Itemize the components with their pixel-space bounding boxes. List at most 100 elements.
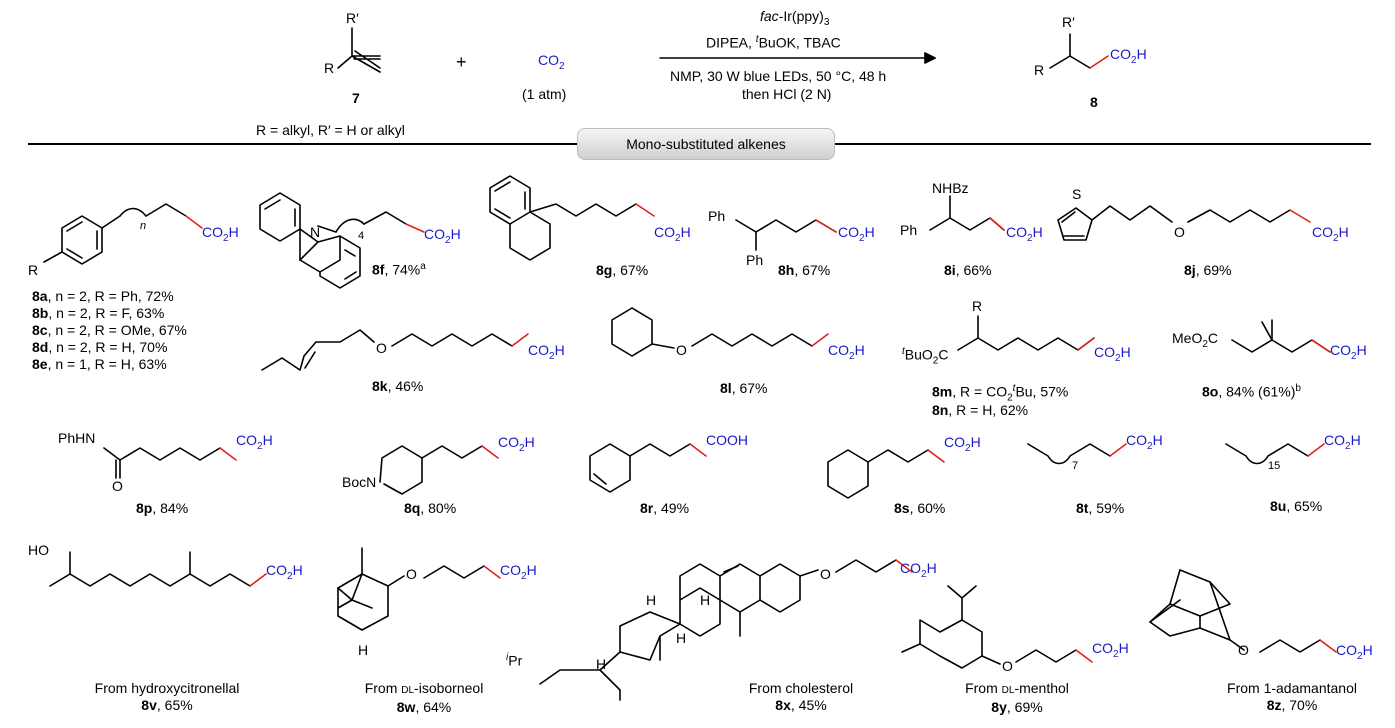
co2h-8l: CO2H <box>828 342 865 362</box>
co2h-8i: CO2H <box>1006 224 1043 244</box>
structure-8x <box>539 559 913 701</box>
structure-8o <box>1231 319 1331 353</box>
atom-ho: HO <box>28 542 49 558</box>
atom-h-8x-1: H <box>646 592 657 608</box>
co2h-8j: CO2H <box>1312 224 1349 244</box>
atom-n-8f: N <box>310 224 321 240</box>
caption-8q: 8q, 80% <box>404 500 457 516</box>
caption-8k: 8k, 46% <box>372 378 424 394</box>
conditions-line-2: then HCl (2 N) <box>742 86 832 102</box>
reagents-label: DIPEA, tBuOK, TBAC <box>706 34 841 51</box>
structure-8f <box>259 192 425 289</box>
co2h-8h: CO2H <box>838 224 875 244</box>
co2-pressure: (1 atm) <box>522 86 567 102</box>
caption-8n: 8n, R = H, 62% <box>932 402 1029 418</box>
co2h-8x: CO2H <box>900 560 937 580</box>
co2h-8a: CO2H <box>202 224 239 244</box>
atom-o-8w: O <box>406 566 417 582</box>
atom-ph-8h-1: Ph <box>708 208 726 224</box>
atom-h-8x-3: H <box>676 630 687 646</box>
subscript-4: 4 <box>358 230 365 242</box>
atom-bocn: BocN <box>342 474 377 490</box>
co2h-8p: CO2H <box>236 432 273 452</box>
atom-nhbz: NHBz <box>932 180 969 196</box>
atom-r-8a: R <box>28 262 39 278</box>
reaction-arrow <box>659 52 936 64</box>
atom-o-8k: O <box>376 340 387 356</box>
structure-8a-8e <box>43 203 203 265</box>
caption-8c: 8c, n = 2, R = OMe, 67% <box>32 322 187 338</box>
alkene-7-structure <box>337 27 381 73</box>
structure-8r <box>589 443 707 493</box>
atom-o-8l: O <box>676 342 687 358</box>
caption-8a-8e: 8a, n = 2, R = Ph, 72% 8b, n = 2, R = F,… <box>32 288 187 373</box>
structure-8q <box>379 445 499 495</box>
caption-8f: 8f, 74%a <box>372 261 426 278</box>
co2h-8t: CO2H <box>1126 432 1163 452</box>
structure-8p <box>103 447 237 479</box>
atom-phhn: PhHN <box>58 430 96 446</box>
section-title: Mono-substituted alkenes <box>577 128 835 160</box>
structure-8y <box>901 585 1093 669</box>
caption-8i: 8i, 66% <box>944 262 992 278</box>
cooh-8r: COOH <box>706 432 748 448</box>
co2h-8s: CO2H <box>944 434 981 454</box>
structure-8m-8n <box>957 315 1095 351</box>
caption-8s: 8s, 60% <box>894 500 946 516</box>
conditions-line-1: NMP, 30 W blue LEDs, 50 °C, 48 h <box>670 68 887 84</box>
atom-r-8m: R <box>972 298 983 314</box>
r-definition: R = alkyl, R′ = H or alkyl <box>256 122 405 138</box>
co2h-8f: CO2H <box>424 226 461 246</box>
product-8-structure <box>1049 33 1109 69</box>
atom-r: R <box>324 60 335 76</box>
caption-8h: 8h, 67% <box>778 262 831 278</box>
subscript-7: 7 <box>1072 460 1079 472</box>
atom-s: S <box>1072 186 1082 202</box>
product-atom-r: R <box>1034 62 1045 78</box>
subscript-15: 15 <box>1268 460 1281 472</box>
co2h-8y: CO2H <box>1092 640 1129 660</box>
caption-8j: 8j, 69% <box>1184 262 1232 278</box>
caption-8r: 8r, 49% <box>640 500 690 516</box>
plus-sign: + <box>456 52 467 72</box>
atom-tbuo2c: tBuO2C <box>902 346 949 367</box>
subscript-n: n <box>140 220 147 232</box>
structure-8s <box>827 449 945 499</box>
atom-h-8x-2: H <box>700 592 711 608</box>
structure-8g <box>489 175 655 261</box>
co2h-8v: CO2H <box>266 562 303 582</box>
caption-8o: 8o, 84% (61%)b <box>1202 383 1301 400</box>
structure-8j <box>1057 205 1311 241</box>
catalyst-label: fac-Ir(ppy)3 <box>760 8 830 28</box>
atom-o-8p: O <box>112 478 123 494</box>
caption-8d: 8d, n = 2, R = H, 70% <box>32 339 168 355</box>
caption-8b: 8b, n = 2, R = F, 63% <box>32 305 165 321</box>
structure-8u <box>1225 443 1325 465</box>
atom-o-8y: O <box>1002 658 1013 674</box>
atom-ph-8i: Ph <box>900 222 918 238</box>
caption-8a: 8a, n = 2, R = Ph, 72% <box>32 288 174 304</box>
atom-ph-8h-2: Ph <box>746 252 764 268</box>
product-label: 8 <box>1090 94 1098 110</box>
co2h-8o: CO2H <box>1330 342 1367 362</box>
atom-ipr: iPr <box>506 652 523 669</box>
co2h-8q: CO2H <box>498 434 535 454</box>
structure-8l <box>611 307 829 357</box>
co2h-8z: CO2H <box>1336 642 1373 662</box>
co2h-8k: CO2H <box>528 342 565 362</box>
structure-8t <box>1027 443 1127 465</box>
co2h-8m: CO2H <box>1094 344 1131 364</box>
caption-8t: 8t, 59% <box>1076 500 1125 516</box>
caption-8m: 8m, R = CO2tBu, 57% <box>932 383 1069 404</box>
caption-8u: 8u, 65% <box>1270 498 1323 514</box>
atom-h-8x-4: H <box>596 656 607 672</box>
caption-8l: 8l, 67% <box>720 380 768 396</box>
reactant-label: 7 <box>352 90 360 106</box>
co2h-8u: CO2H <box>1324 432 1361 452</box>
structure-8h <box>735 219 837 251</box>
